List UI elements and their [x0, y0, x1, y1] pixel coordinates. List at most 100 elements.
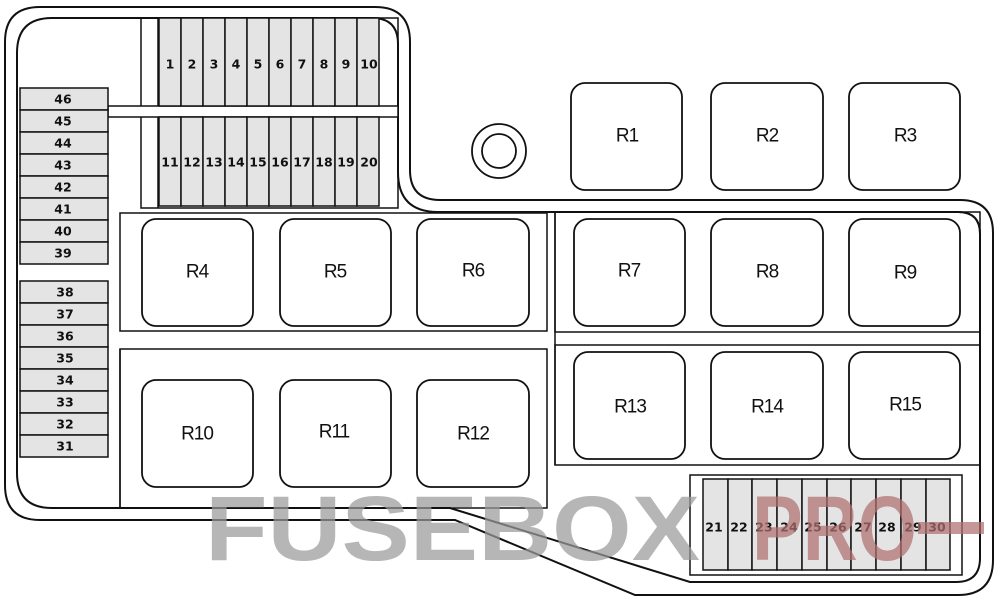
fuse-label: 46	[54, 92, 72, 107]
fuse-label: 28	[878, 520, 895, 535]
fuse-label: 45	[54, 114, 71, 129]
relay-r8[interactable]	[710, 218, 824, 327]
fuse-22[interactable]	[727, 478, 753, 571]
relay-label: R4	[186, 262, 210, 283]
relay-r4[interactable]	[141, 218, 254, 327]
relay-label: R14	[751, 397, 784, 418]
relay-label: R9	[894, 263, 917, 284]
watermark: FUSEBOX PRO	[205, 478, 984, 580]
fuse-label: 1	[166, 57, 175, 72]
fuse-39[interactable]	[19, 241, 109, 265]
relay-r9[interactable]	[848, 218, 961, 327]
fuse-label: 3	[210, 57, 219, 72]
fuse-label: 25	[804, 520, 821, 535]
relay-label: R2	[756, 126, 779, 147]
fuse-27[interactable]	[850, 478, 877, 571]
relay-label: R12	[457, 424, 489, 445]
fuse-label: 18	[315, 155, 332, 170]
relay-r2[interactable]	[710, 82, 824, 191]
fuse-label: 20	[360, 155, 378, 170]
fuse-label: 16	[271, 155, 289, 170]
fuse-row-bottom-right: 21 22 23 24 25 26 27 28 29 30	[702, 478, 951, 571]
fuse-label: 22	[730, 520, 747, 535]
relay-r12[interactable]	[416, 379, 530, 488]
relay-bay-r10-r12	[119, 348, 548, 509]
fuse-label: 33	[56, 395, 73, 410]
watermark-text-pro: PRO	[752, 478, 917, 580]
relay-label: R15	[889, 395, 921, 416]
fuse-21[interactable]	[702, 478, 729, 571]
relay-r3[interactable]	[848, 82, 961, 191]
watermark-logo-icon	[918, 522, 984, 534]
fuse-row-second: 11 12 13 14 15 16 17 18 19 20	[158, 116, 380, 207]
fuse-label: 8	[320, 57, 329, 72]
fuse-column-left-upper: 46 45 44 43 42 41 40 39	[19, 87, 109, 265]
relay-r15[interactable]	[848, 351, 961, 460]
fuse-label: 12	[183, 155, 200, 170]
relay-label: R10	[181, 424, 213, 445]
relay-r6[interactable]	[416, 218, 530, 327]
fuse-10[interactable]	[356, 17, 380, 107]
relay-label: R13	[614, 397, 646, 418]
fuse-label: 13	[205, 155, 222, 170]
fuse-label: 7	[298, 57, 307, 72]
fuse-label: 26	[829, 520, 847, 535]
fuse-label: 10	[360, 57, 378, 72]
fuse-column-left-lower: 38 37 36 35 34 33 32 31	[19, 280, 109, 458]
relay-r14[interactable]	[710, 351, 824, 460]
fuse-label: 35	[56, 351, 73, 366]
fuse-label: 5	[254, 57, 263, 72]
relay-label: R3	[894, 126, 917, 147]
fuse-label: 37	[56, 307, 73, 322]
fuse-label: 42	[54, 180, 71, 195]
relay-label: R7	[618, 261, 641, 282]
relay-bay-r4-r6	[119, 212, 548, 332]
fuse-label: 2	[188, 57, 197, 72]
relay-label: R5	[324, 262, 347, 283]
relay-label: R8	[756, 262, 779, 283]
relay-r7[interactable]	[573, 218, 686, 327]
mounting-bolt-icon	[471, 123, 527, 179]
fuse-label: 15	[249, 155, 266, 170]
fuse-label: 4	[232, 57, 241, 72]
fuse-label: 31	[56, 439, 73, 454]
fuse-label: 27	[854, 520, 871, 535]
fuse-31[interactable]	[19, 434, 109, 458]
fuse-label: 34	[56, 373, 74, 388]
watermark-text-fusebox: FUSEBOX	[205, 478, 700, 580]
fuse-row-top: 1 2 3 4 5 6 7 8 9 10	[158, 17, 380, 107]
fuse-20[interactable]	[356, 116, 380, 207]
fuse-label: 24	[780, 520, 798, 535]
relay-label: R11	[319, 422, 350, 443]
fuse-label: 21	[705, 520, 722, 535]
fuse-26[interactable]	[826, 478, 852, 571]
relay-bay-r13-r15	[554, 344, 981, 466]
relay-r13[interactable]	[573, 351, 686, 460]
fuse-label: 39	[54, 246, 71, 261]
fuse-label: 11	[161, 155, 178, 170]
fuse-label: 36	[56, 329, 74, 344]
fuse-label: 43	[54, 158, 71, 173]
relay-r1[interactable]	[570, 82, 683, 191]
fuse-label: 9	[342, 57, 351, 72]
fuse-label: 38	[56, 285, 73, 300]
relay-r11[interactable]	[279, 379, 392, 488]
fuse-label: 29	[904, 520, 921, 535]
fuse-label: 19	[337, 155, 354, 170]
relay-bay-r7-r9	[554, 211, 981, 333]
fuse-label: 6	[276, 57, 285, 72]
fuse-label: 40	[54, 224, 72, 239]
housing-outer-outline	[4, 6, 994, 596]
relay-r5[interactable]	[279, 218, 392, 327]
fuse-label: 17	[293, 155, 310, 170]
relay-label: R6	[462, 261, 485, 282]
relay-r10[interactable]	[141, 379, 254, 488]
fuse-label: 14	[227, 155, 245, 170]
fuse-label: 23	[755, 520, 772, 535]
fuse-label: 41	[54, 202, 71, 217]
fuse-23[interactable]	[751, 478, 778, 571]
fuse-label: 32	[56, 417, 73, 432]
relay-label: R1	[616, 126, 639, 147]
fuse-28[interactable]	[875, 478, 902, 571]
